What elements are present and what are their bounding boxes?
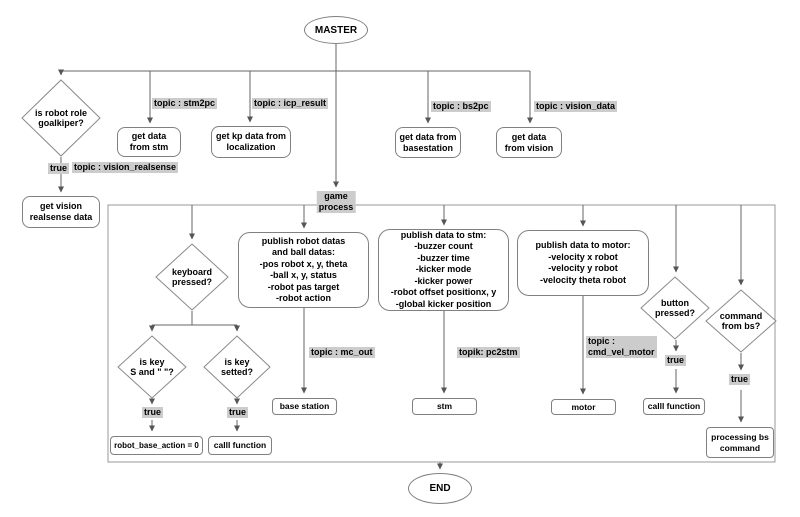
true-label-goalkeeper: true (48, 163, 70, 174)
call-function-key-node: calll function (208, 436, 272, 455)
topik-pc2stm-label: topik: pc2stm (457, 347, 520, 358)
diamond-shape-icon (155, 243, 229, 311)
button-pressed-decision-label: button pressed? (654, 297, 696, 319)
key-s-decision-label: is key S and " "? (130, 356, 174, 378)
topic-stm2pc-label: topic : stm2pc (152, 98, 218, 109)
get-vision-realsense-node: get vision realsense data (22, 196, 100, 228)
stm-node: stm (412, 398, 477, 415)
diamond-shape-icon (117, 335, 187, 399)
command-from-bs-decision-label: command from bs? (719, 310, 763, 332)
diamond-shape-icon (640, 276, 710, 340)
topic-mc-out-label: topic : mc_out (309, 347, 375, 358)
get-data-stm-node: get data from stm (117, 127, 181, 157)
button-pressed-decision: button pressed? (640, 276, 710, 340)
processing-bs-command-node: processing bs command (706, 427, 774, 458)
publish-data-motor-node: publish data to motor: -velocity x robot… (517, 230, 649, 296)
publish-data-stm-node: publish data to stm: -buzzer count -buzz… (378, 229, 509, 311)
topic-vision-realsense-label: topic : vision_realsense (72, 162, 179, 173)
call-function-button-node: calll function (643, 398, 705, 415)
get-kp-localization-node: get kp data from localization (211, 126, 291, 158)
topic-vision-data-label: topic : vision_data (534, 101, 618, 112)
diamond-shape-icon (21, 79, 101, 157)
goalkeeper-decision: is robot role goalkiper? (21, 79, 101, 157)
goalkeeper-decision-label: is robot role goalkiper? (34, 107, 87, 129)
true-label-key-setted: true (227, 407, 249, 418)
get-data-basestation-node: get data from basestation (395, 127, 461, 158)
key-setted-decision: is key setted? (203, 335, 271, 399)
topic-icp-result-label: topic : icp_result (252, 98, 329, 109)
true-label-key-s: true (142, 407, 164, 418)
robot-base-action-node: robot_base_action = 0 (110, 436, 203, 455)
key-setted-decision-label: is key setted? (220, 356, 253, 378)
key-s-decision: is key S and " "? (117, 335, 187, 399)
end-terminal: END (408, 473, 472, 504)
publish-robot-datas-node: publish robot datas and ball datas: -pos… (238, 232, 369, 308)
diamond-shape-icon (705, 289, 777, 353)
keyboard-decision: keyboard pressed? (155, 243, 229, 311)
master-terminal: MASTER (304, 16, 368, 44)
true-label-command: true (729, 374, 751, 385)
topic-bs2pc-label: topic : bs2pc (431, 101, 491, 112)
command-from-bs-decision: command from bs? (705, 289, 777, 353)
get-data-vision-node: get data from vision (496, 127, 562, 158)
game-process-label: game process (316, 191, 356, 213)
motor-node: motor (551, 399, 616, 415)
base-station-node: base station (272, 398, 337, 415)
true-label-button: true (665, 355, 687, 366)
keyboard-decision-label: keyboard pressed? (171, 266, 213, 288)
diamond-shape-icon (203, 335, 271, 399)
topic-cmd-vel-motor-label: topic : cmd_vel_motor (586, 336, 657, 358)
